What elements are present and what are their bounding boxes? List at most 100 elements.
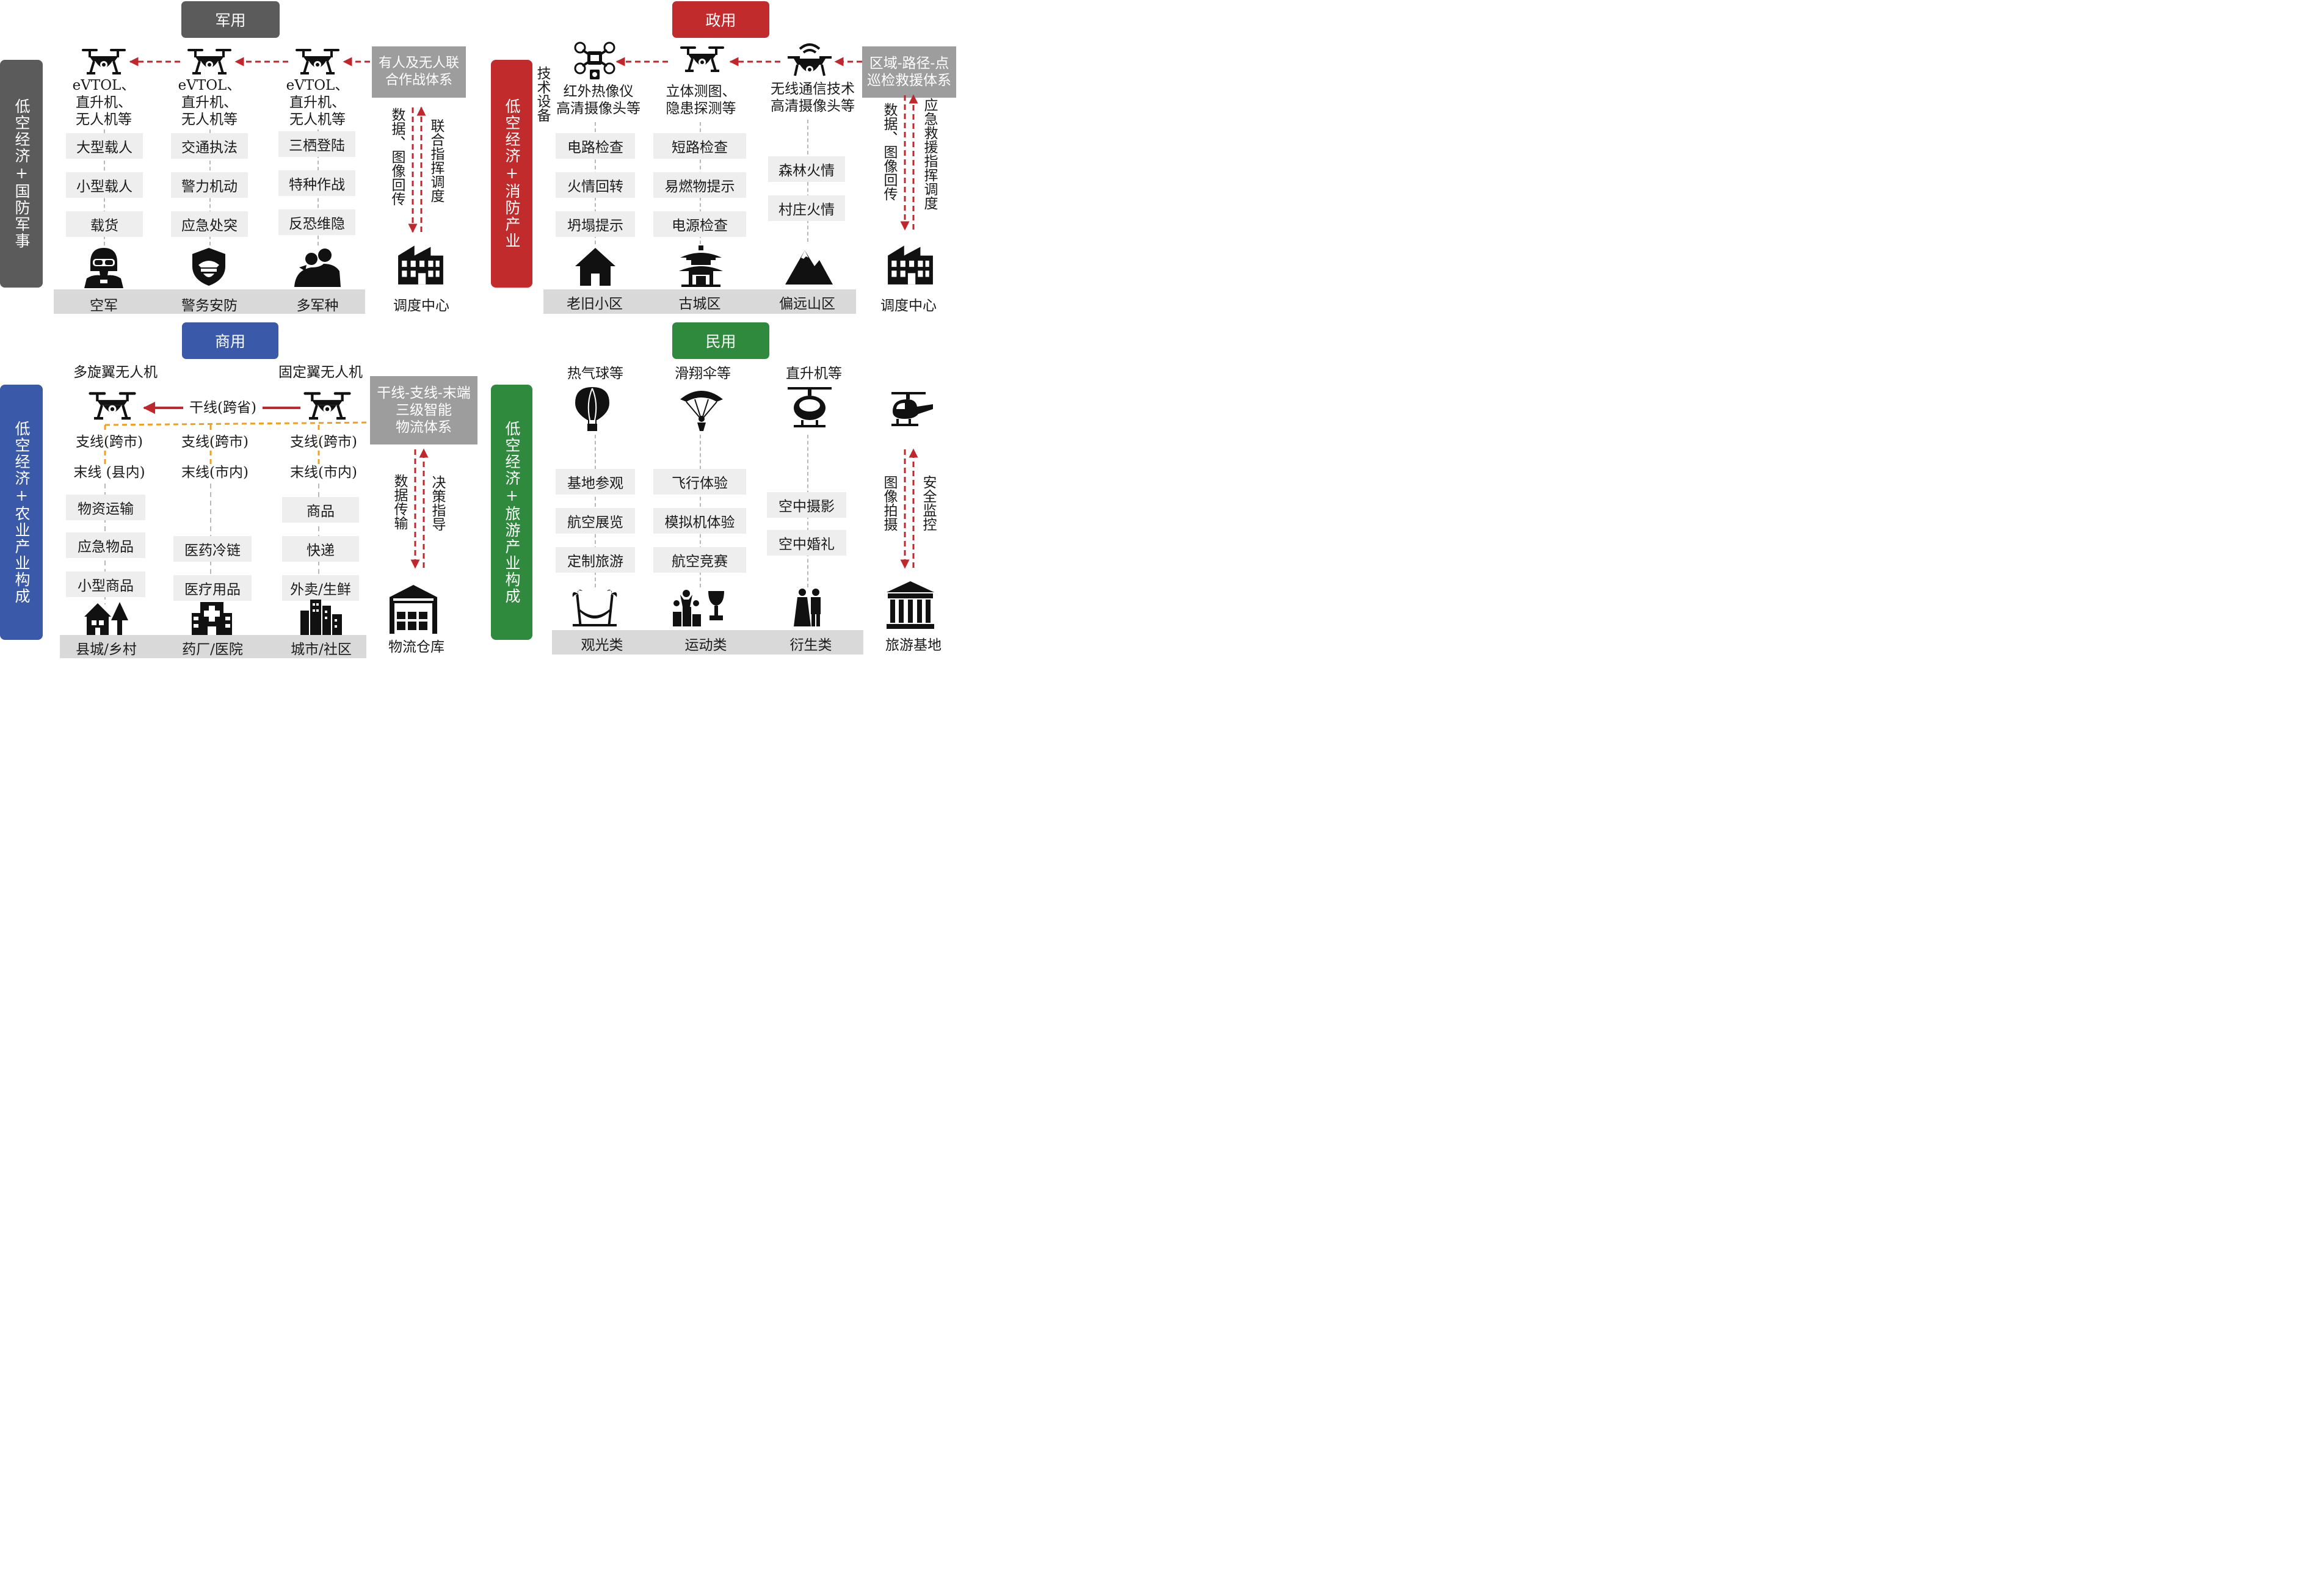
podium-icon: [673, 590, 724, 626]
gov-tech-text-3: 无线通信技术 高清摄像头等: [771, 81, 855, 114]
gov-tech-text-2: 立体测图、 隐患探测等: [666, 84, 736, 117]
military-label-2: 警务安防: [181, 298, 238, 314]
pagoda-icon: [679, 245, 723, 287]
military-item: 载货: [66, 211, 143, 237]
hospital-icon: [192, 602, 232, 635]
end-text-1: 末线 (县内): [64, 464, 155, 481]
military-item: 反恐维隐: [278, 209, 355, 235]
gov-item: 村庄火情: [768, 195, 845, 221]
military-header: 军用: [181, 1, 280, 38]
commercial-item: 外卖/生鲜: [282, 575, 359, 601]
police-badge-icon: [192, 248, 225, 286]
helicopter-front-icon: [788, 387, 832, 427]
civil-label-3: 衍生类: [789, 637, 832, 653]
mountain-icon: [785, 250, 833, 285]
military-item: 应急处突: [171, 211, 248, 237]
military-label-1: 空军: [90, 298, 118, 314]
end-text-3: 末线(市内): [281, 464, 366, 481]
house-icon: [575, 248, 615, 286]
civil-label-bar: [552, 630, 863, 655]
paraglider-icon: [680, 391, 723, 431]
military-side-label: 低空经济+国防军事: [0, 60, 43, 288]
commercial-item: 物资运输: [66, 495, 145, 520]
commercial-item: 快递: [282, 536, 359, 562]
gov-label-1: 老旧小区: [567, 296, 623, 312]
commercial-center-label: 物流仓库: [388, 639, 445, 655]
military-item: 特种作战: [278, 170, 355, 196]
commercial-system-box: 干线-支线-末端 三级智能 物流体系: [370, 376, 477, 444]
military-item: 三栖登陆: [278, 131, 355, 157]
military-dashed-arrows: [129, 57, 370, 67]
military-updown-arrows: [408, 106, 426, 233]
civil-label-2: 运动类: [684, 637, 727, 653]
military-aircraft-text-2: eVTOL、 直升机、 无人机等: [178, 78, 241, 128]
soldiers-icon: [294, 248, 341, 287]
civil-right-arrow-text: 安全监控: [920, 475, 936, 531]
gov-updown-arrows: [900, 94, 918, 231]
civil-left-arrow-text: 图像拍摄: [881, 475, 897, 531]
fixedwing-label: 固定翼无人机: [278, 365, 363, 380]
branch-text-2: 支线(跨市): [172, 433, 258, 451]
civil-item: 空中摄影: [767, 492, 846, 518]
helicopter-side-icon: [891, 392, 933, 426]
gov-label-2: 古城区: [678, 296, 721, 312]
gov-system-box: 区域-路径-点巡检救援体系: [862, 46, 956, 98]
civil-item: 模拟机体验: [653, 508, 746, 534]
temple-icon: [887, 581, 934, 629]
military-item: 大型载人: [66, 133, 143, 159]
commercial-updown-arrows: [410, 448, 429, 569]
commercial-item: 医疗用品: [173, 575, 252, 601]
gov-left-arrow-text: 数据、图像回传: [881, 103, 897, 201]
civil-item: 航空展览: [556, 508, 635, 534]
warehouse-icon: [390, 585, 437, 634]
military-system-box: 有人及无人联合作战体系: [372, 46, 466, 98]
gov-header: 政用: [672, 1, 769, 38]
civil-title-3: 直升机等: [786, 366, 842, 382]
gov-right-arrow-text: 应急救援指挥调度: [921, 98, 937, 210]
civil-title-1: 热气球等: [567, 366, 623, 382]
gov-side-label: 低空经济+消防产业: [491, 60, 532, 288]
military-item: 小型载人: [66, 172, 143, 198]
commercial-item: 应急物品: [66, 532, 145, 558]
gov-item: 坍塌提示: [556, 211, 635, 237]
commercial-right-arrow-text: 决策指导: [429, 475, 445, 531]
civil-item: 空中婚礼: [767, 530, 846, 556]
civil-side-label: 低空经济+旅游产业构成: [491, 385, 532, 640]
military-left-arrow-text: 数据、图像回传: [389, 107, 405, 206]
commercial-header: 商用: [182, 322, 278, 359]
civil-updown-arrows: [900, 448, 918, 569]
gov-item: 易燃物提示: [653, 172, 746, 198]
gov-tech-label: 技术设备: [534, 66, 550, 122]
thermal-drone-icon: [574, 42, 615, 79]
civil-title-2: 滑翔伞等: [675, 366, 731, 382]
gov-item: 电路检查: [556, 133, 635, 159]
trunk-label: 干线(跨省): [183, 399, 263, 416]
gov-item: 电源检查: [653, 211, 746, 237]
military-right-arrow-text: 联合指挥调度: [428, 118, 444, 203]
military-label-3: 多军种: [296, 298, 339, 314]
branch-text-3: 支线(跨市): [281, 433, 366, 451]
gov-dashed-arrows: [615, 57, 862, 67]
gov-item: 森林火情: [768, 156, 845, 182]
civil-item: 定制旅游: [556, 547, 635, 573]
gov-item: 火情回转: [556, 172, 635, 198]
military-item: 警力机动: [171, 172, 248, 198]
civil-label-1: 观光类: [581, 637, 623, 653]
end-text-2: 末线(市内): [172, 464, 258, 481]
gov-label-3: 偏远山区: [779, 296, 835, 312]
civil-item: 飞行体验: [653, 469, 746, 495]
couple-icon: [794, 589, 821, 626]
branch-text-1: 支线(跨市): [64, 433, 155, 451]
balloon-icon: [575, 387, 609, 431]
village-icon: [84, 602, 128, 635]
gov-center-label: 调度中心: [880, 298, 937, 314]
commercial-item: 小型商品: [66, 571, 145, 597]
commercial-side-label: 低空经济+农业产业构成: [0, 385, 43, 640]
commercial-label-2: 药厂/医院: [182, 642, 243, 658]
wireless-drone-icon: [788, 43, 832, 76]
city-icon: [300, 600, 342, 636]
multirotor-label: 多旋翼无人机: [73, 365, 158, 380]
commercial-label-1: 县城/乡村: [76, 642, 137, 658]
pilot-icon: [84, 248, 123, 288]
commercial-item: 医药冷链: [173, 536, 252, 562]
